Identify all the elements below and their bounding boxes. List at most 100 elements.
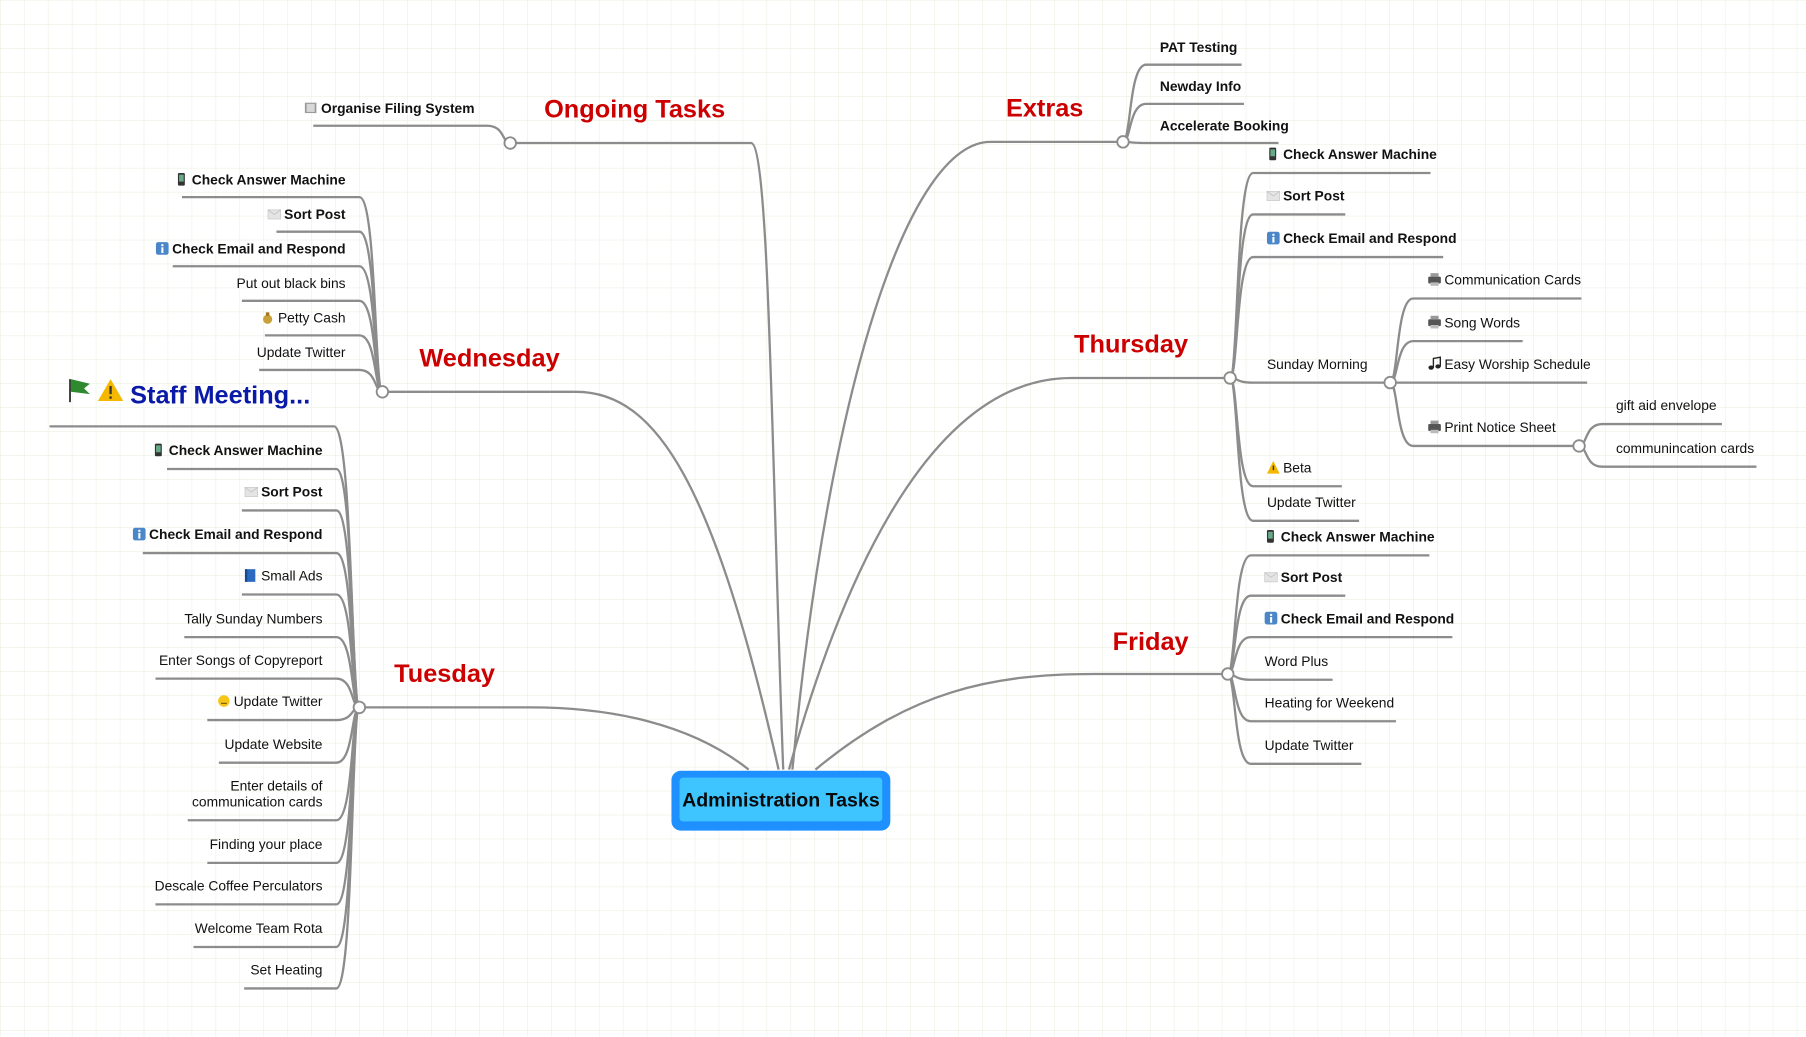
branch-connector xyxy=(791,140,1123,770)
topic-label: Check Email and Respond xyxy=(172,241,345,257)
topic-label: Print Notice Sheet xyxy=(1444,419,1555,435)
branch-connector xyxy=(510,141,785,770)
flag-icon xyxy=(69,379,90,403)
topic-node[interactable]: Tally Sunday Numbers xyxy=(184,610,322,626)
topic-node[interactable]: Descale Coffee Perculators xyxy=(155,878,323,894)
printer-icon xyxy=(1428,420,1441,434)
topic-label: Check Email and Respond xyxy=(149,526,322,542)
topic-node[interactable]: Update Twitter xyxy=(1267,494,1356,510)
collapse-toggle[interactable] xyxy=(1221,667,1235,681)
warning-icon xyxy=(1266,460,1280,474)
topic-node[interactable]: Word Plus xyxy=(1265,653,1329,669)
topic-label: Check Answer Machine xyxy=(1281,529,1435,545)
phone-icon xyxy=(1269,147,1277,161)
book-icon xyxy=(244,569,256,582)
central-topic[interactable]: Administration Tasks xyxy=(671,770,891,831)
nodes: Ongoing Tasks Organise Filing System Extra… xyxy=(69,39,1754,978)
topic-node[interactable]: Song Words xyxy=(1428,314,1520,330)
topic-node[interactable]: Communication Cards xyxy=(1428,272,1581,288)
topic-node[interactable]: Update Twitter xyxy=(257,344,346,360)
topic-node[interactable]: Check Email and Respond xyxy=(1264,610,1455,626)
topic-node[interactable]: Enter Songs of Copyreport xyxy=(159,652,323,668)
topic-node[interactable]: Set Heating xyxy=(250,962,322,978)
topic-label: Check Answer Machine xyxy=(169,442,323,458)
topic-node[interactable]: Put out black bins xyxy=(237,275,346,291)
topic-node[interactable]: Heating for Weekend xyxy=(1265,694,1395,710)
topic-label: Organise Filing System xyxy=(321,100,475,116)
topic-label: Update Twitter xyxy=(1267,494,1356,510)
collapse-toggle[interactable] xyxy=(1223,371,1237,385)
connector-line xyxy=(1228,376,1360,522)
topic-node[interactable]: Sort Post xyxy=(267,206,346,222)
envelope-icon xyxy=(1264,572,1278,583)
topic-node[interactable]: Check Answer Machine xyxy=(154,442,323,458)
branch-label[interactable]: Ongoing Tasks xyxy=(544,96,725,124)
envelope-icon xyxy=(267,209,282,220)
staff-meeting-node[interactable]: Staff Meeting... xyxy=(69,379,310,409)
money-bag-icon xyxy=(263,312,273,324)
topic-node[interactable]: Update Twitter xyxy=(1265,737,1354,753)
topic-label: Sort Post xyxy=(1283,188,1345,204)
branch-label[interactable]: Thursday xyxy=(1074,331,1188,359)
topic-node[interactable]: gift aid envelope xyxy=(1616,397,1717,413)
collapse-toggle[interactable] xyxy=(1383,375,1397,390)
branch-label[interactable]: Tuesday xyxy=(394,660,495,688)
topic-label: Put out black bins xyxy=(237,275,346,291)
topic-label: Beta xyxy=(1283,459,1312,475)
topic-label: Enter details of xyxy=(230,777,322,793)
phone-icon xyxy=(1266,530,1274,543)
topic-node[interactable]: Check Email and Respond xyxy=(1266,230,1457,246)
topic-node[interactable]: Sunday Morning xyxy=(1267,356,1368,372)
printer-icon xyxy=(1428,315,1441,329)
collapse-toggle[interactable] xyxy=(375,385,390,399)
connector-line xyxy=(1122,140,1279,145)
topic-node[interactable]: Update Website xyxy=(224,736,322,752)
topic-label: Enter Songs of Copyreport xyxy=(159,652,323,668)
topic-node[interactable]: Newday Info xyxy=(1160,78,1241,94)
branch-label[interactable]: Friday xyxy=(1113,628,1189,656)
topic-node[interactable]: Easy Worship Schedule xyxy=(1428,356,1591,372)
topic-node[interactable]: Welcome Team Rota xyxy=(195,920,323,936)
collapse-toggle[interactable] xyxy=(352,700,367,715)
info-icon xyxy=(1266,231,1280,245)
branch-connector xyxy=(359,706,750,771)
topic-node[interactable]: Print Notice Sheet xyxy=(1428,419,1556,435)
topic-node[interactable]: Check Email and Respond xyxy=(132,526,323,542)
collapse-toggle[interactable] xyxy=(503,136,517,150)
topic-node[interactable]: Small Ads xyxy=(244,568,323,584)
topic-node[interactable]: Finding your place xyxy=(210,836,323,852)
collapse-toggle[interactable] xyxy=(1116,135,1130,149)
topic-label: Update Website xyxy=(224,736,322,752)
topic-node[interactable]: Petty Cash xyxy=(263,310,346,326)
branch-label[interactable]: Extras xyxy=(1006,95,1083,123)
topic-node[interactable]: communincation cards xyxy=(1616,440,1754,456)
topic-label: Petty Cash xyxy=(278,310,346,326)
topic-node[interactable]: Sort Post xyxy=(1266,188,1345,204)
topic-node[interactable]: Sort Post xyxy=(1264,569,1343,585)
topic-label: gift aid envelope xyxy=(1616,397,1717,413)
topic-node[interactable]: Sort Post xyxy=(244,484,323,500)
topic-node[interactable]: Check Email and Respond xyxy=(155,241,346,257)
topic-label-line2: communication cards xyxy=(192,793,323,809)
topic-label: Sunday Morning xyxy=(1267,356,1368,372)
topic-node[interactable]: Check Answer Machine xyxy=(1266,529,1435,545)
topic-node[interactable]: Check Answer Machine xyxy=(1269,146,1437,162)
topic-node[interactable]: PAT Testing xyxy=(1160,39,1238,55)
topic-node[interactable]: Check Answer Machine xyxy=(177,171,346,187)
collapse-toggle[interactable] xyxy=(1572,439,1586,453)
topic-label: Sort Post xyxy=(284,206,346,222)
topic-label: Update Twitter xyxy=(234,693,323,709)
topic-node[interactable]: Accelerate Booking xyxy=(1160,117,1289,133)
topic-node[interactable]: Update Twitter xyxy=(218,693,323,709)
topic-node[interactable]: Beta xyxy=(1266,459,1312,475)
topic-label: Accelerate Booking xyxy=(1160,117,1289,133)
topic-label: Heating for Weekend xyxy=(1265,694,1395,710)
branch-connector xyxy=(787,376,1231,770)
topic-label: PAT Testing xyxy=(1160,39,1238,55)
topic-label: Sort Post xyxy=(1281,569,1343,585)
topic-node[interactable]: Organise Filing System xyxy=(304,100,475,116)
topic-label: Welcome Team Rota xyxy=(195,920,323,936)
branch-label[interactable]: Wednesday xyxy=(419,344,559,372)
phone-icon xyxy=(154,443,162,457)
